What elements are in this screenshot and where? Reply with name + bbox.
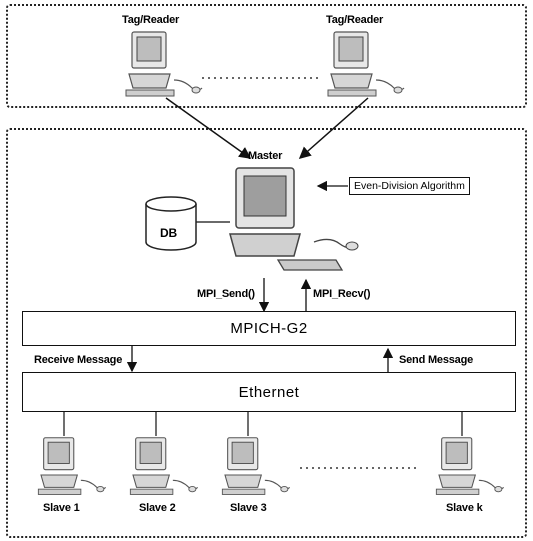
mpi-recv-label: MPI_Recv(): [313, 288, 371, 300]
tag-reader-label-right: Tag/Reader: [326, 14, 384, 26]
ethernet-label: Ethernet: [238, 383, 300, 401]
ethernet-layer: Ethernet: [22, 372, 516, 412]
receive-message-label: Receive Message: [34, 354, 123, 366]
mpich-g2-label: MPICH-G2: [230, 320, 308, 337]
even-division-algorithm-box: Even-Division Algorithm: [349, 177, 470, 195]
master-label: Master: [248, 150, 283, 162]
send-message-label: Send Message: [399, 354, 474, 366]
database-icon: [145, 196, 197, 251]
master-computer-icon: [229, 167, 359, 271]
cluster-group: [6, 128, 527, 538]
tag-reader-label-left: Tag/Reader: [122, 14, 180, 26]
mpich-g2-layer: MPICH-G2: [22, 311, 516, 346]
slave-label-3: Slave 3: [230, 502, 267, 514]
reader-right-to-master-arrow: [298, 97, 369, 159]
computer-icon: [37, 437, 107, 495]
computer-icon: [129, 437, 199, 495]
computer-icon: [221, 437, 291, 495]
computer-icon: [327, 31, 405, 97]
computer-icon: [125, 31, 203, 97]
slave-label-2: Slave 2: [139, 502, 176, 514]
tag-reader-group: [6, 4, 527, 108]
computer-icon: [435, 437, 505, 495]
db-label: DB: [160, 226, 177, 240]
slave-label-k: Slave k: [446, 502, 483, 514]
reader-left-to-master-arrow: [165, 97, 252, 159]
mpi-send-label: MPI_Send(): [197, 288, 255, 300]
slave-label-1: Slave 1: [43, 502, 80, 514]
